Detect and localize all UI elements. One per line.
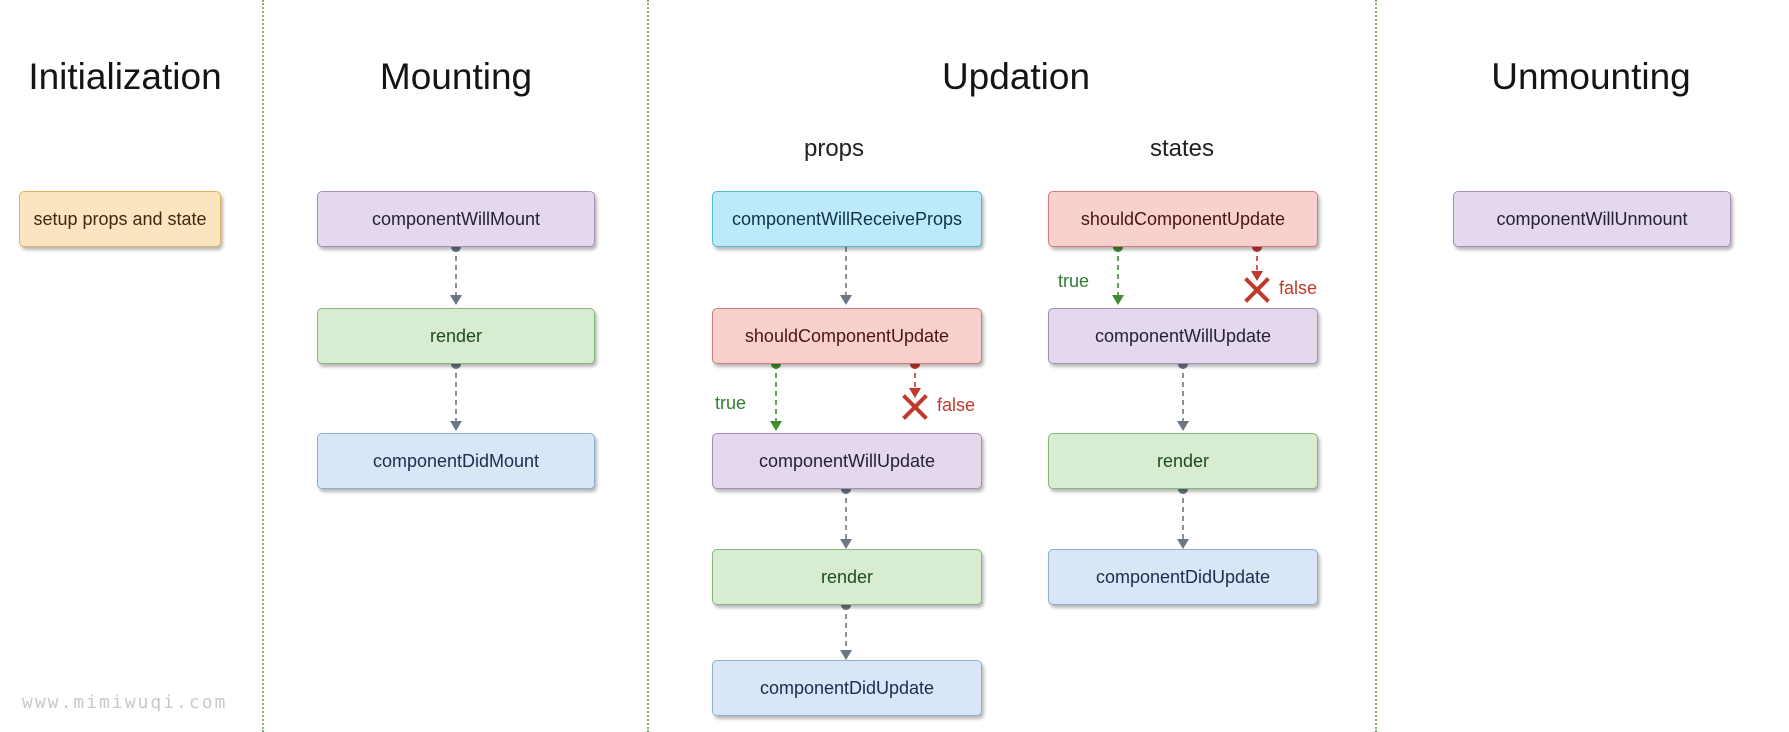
arrowhead-false (1251, 271, 1263, 281)
branch-label-false-props: false (937, 395, 976, 415)
phase-title-initialization: Initialization (28, 56, 222, 97)
branch-label-true-states: true (1058, 271, 1090, 291)
arrowhead (450, 295, 462, 305)
node-states-render: render (1048, 433, 1318, 489)
arrowhead (840, 650, 852, 660)
divider-init-mount (262, 0, 264, 732)
node-component-will-receive-props: componentWillReceiveProps (712, 191, 982, 247)
phase-title-updation: Updation (941, 56, 1091, 97)
node-props-should-component-update: shouldComponentUpdate (712, 308, 982, 364)
node-setup-props-and-state: setup props and state (19, 191, 221, 247)
node-states-component-will-update: componentWillUpdate (1048, 308, 1318, 364)
divider-mount-update (647, 0, 649, 732)
arrowhead (1177, 421, 1189, 431)
node-component-will-mount: componentWillMount (317, 191, 595, 247)
node-mount-render: render (317, 308, 595, 364)
arrowhead-true (1112, 295, 1124, 305)
arrowhead (840, 539, 852, 549)
false-stop-icon (1244, 277, 1270, 303)
node-component-did-mount: componentDidMount (317, 433, 595, 489)
branch-label-true-props: true (715, 393, 747, 413)
divider-update-unmount (1375, 0, 1377, 732)
node-states-should-component-update: shouldComponentUpdate (1048, 191, 1318, 247)
node-component-will-unmount: componentWillUnmount (1453, 191, 1731, 247)
node-props-component-will-update: componentWillUpdate (712, 433, 982, 489)
arrowhead (1177, 539, 1189, 549)
watermark: www.mimiwuqi.com (22, 692, 228, 713)
arrowhead-false (909, 388, 921, 398)
false-stop-icon (902, 394, 928, 420)
node-props-render: render (712, 549, 982, 605)
node-states-component-did-update: componentDidUpdate (1048, 549, 1318, 605)
arrowhead-true (770, 421, 782, 431)
node-props-component-did-update: componentDidUpdate (712, 660, 982, 716)
phase-title-mounting: Mounting (379, 56, 533, 97)
column-title-props: props (803, 135, 865, 162)
arrowhead (450, 421, 462, 431)
phase-title-unmounting: Unmounting (1491, 56, 1691, 97)
arrowhead (840, 295, 852, 305)
branch-label-false-states: false (1279, 278, 1318, 298)
column-title-states: states (1149, 135, 1215, 162)
